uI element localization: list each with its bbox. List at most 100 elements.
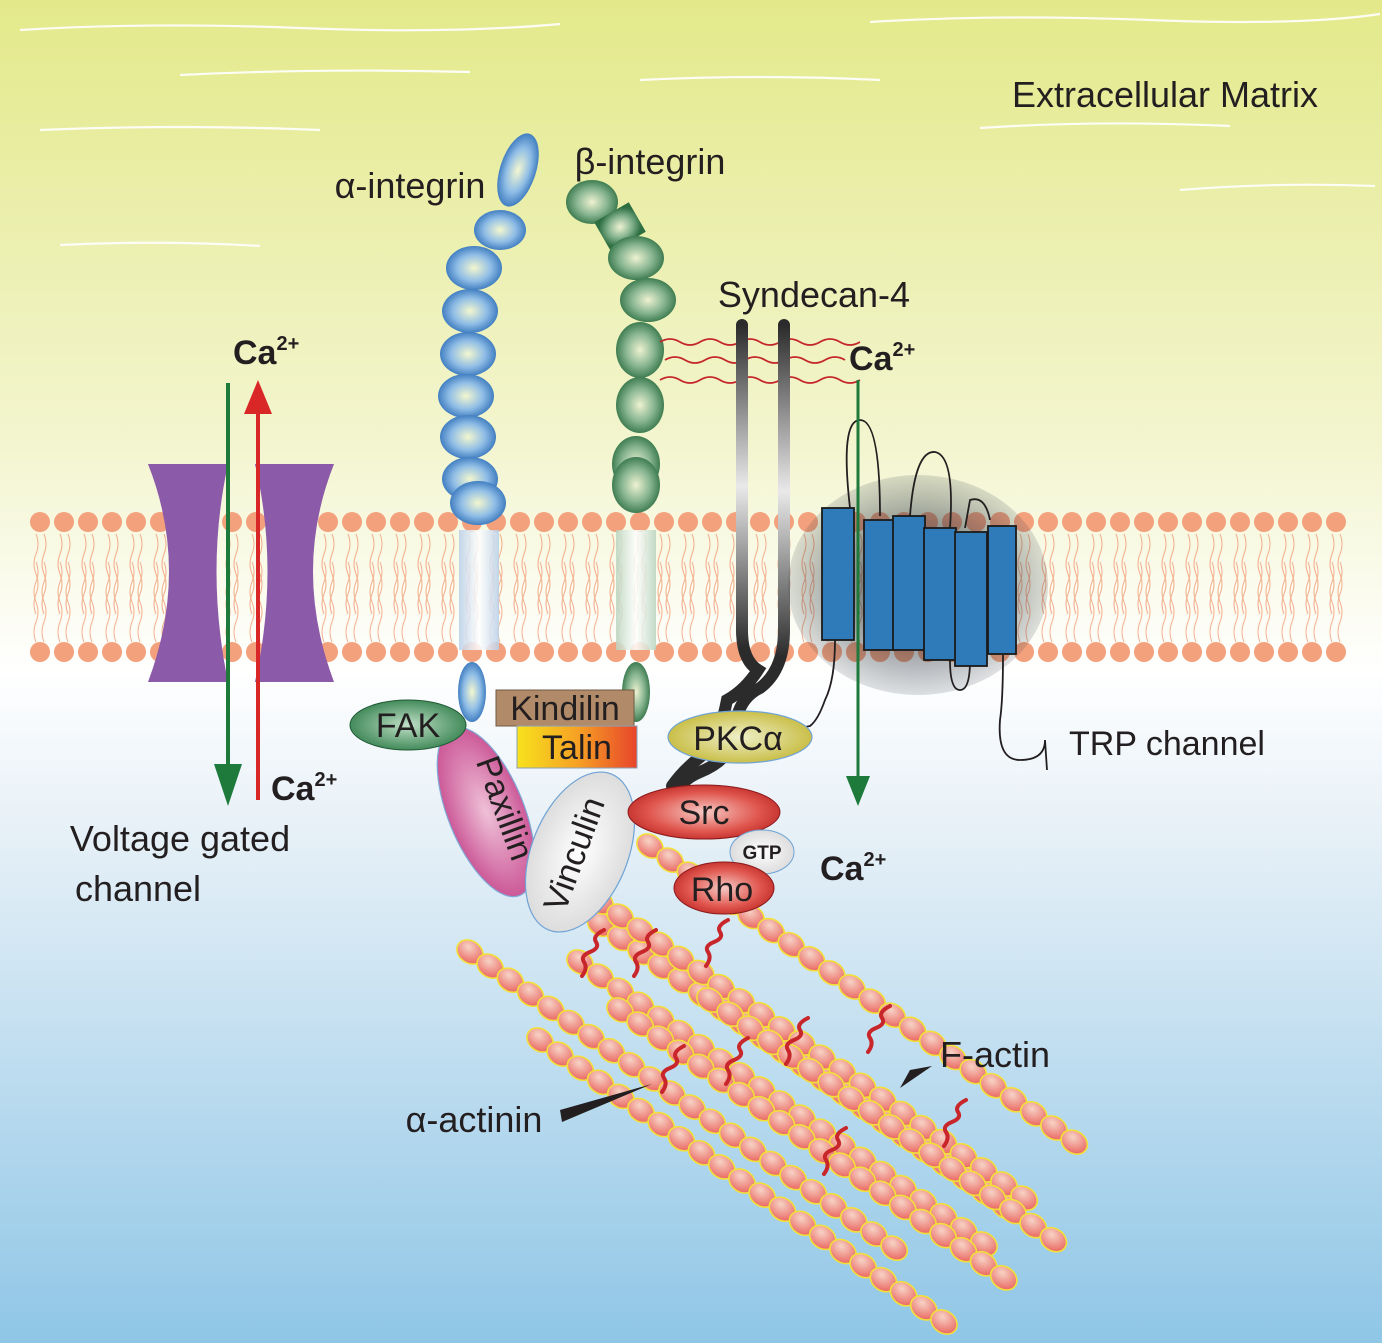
lipid-tail — [545, 561, 551, 643]
alpha-integrin-transmembrane — [459, 530, 499, 650]
lipid-tail — [569, 533, 575, 615]
lipid-head-inner — [654, 642, 674, 662]
actin-monomer — [880, 1235, 909, 1261]
trp-channel-loops — [799, 419, 1048, 771]
alpha-integrin-tail — [458, 662, 486, 722]
alpha-actinin-crosslink — [724, 1036, 750, 1086]
lipid-head-inner — [1062, 642, 1082, 662]
lipid-tail — [369, 533, 375, 615]
lipid-tail — [1137, 561, 1143, 643]
lipid-tail — [65, 561, 71, 643]
label-talin: Talin — [542, 729, 612, 767]
lipid-head-inner — [390, 642, 410, 662]
lipid-head-inner — [1158, 642, 1178, 662]
lipid-head-outer — [30, 512, 50, 532]
lipid-tail — [1313, 533, 1319, 615]
alpha-integrin-domain — [474, 210, 526, 250]
alpha-actinin-pointer — [560, 1084, 652, 1122]
lipid-head-outer — [318, 512, 338, 532]
lipid-head-outer — [54, 512, 74, 532]
label-ecm: Extracellular Matrix — [1012, 74, 1318, 115]
lipid-head-inner — [78, 642, 98, 662]
lipid-head-inner — [1110, 642, 1130, 662]
lipid-head-inner — [54, 642, 74, 662]
actin-monomer — [1039, 1226, 1068, 1253]
lipid-head-outer — [702, 512, 722, 532]
lipid-tail — [233, 533, 239, 615]
lipid-head-outer — [1134, 512, 1154, 532]
lipid-head-outer — [78, 512, 98, 532]
lipid-head-outer — [222, 512, 242, 532]
label-voltage-gated-line2: channel — [75, 868, 201, 909]
lipid-tail — [593, 533, 599, 615]
lipid-head-inner — [558, 642, 578, 662]
lipid-tail — [1233, 561, 1239, 643]
lipid-head-inner — [1134, 642, 1154, 662]
lipid-tail — [609, 561, 615, 643]
alpha-integrin-domain — [438, 374, 494, 418]
trp-helix — [923, 527, 957, 661]
lipid-tail — [609, 533, 615, 615]
lipid-tail — [161, 561, 167, 643]
lipid-tail — [1169, 561, 1175, 643]
lipid-tail — [1073, 561, 1079, 643]
trp-helix — [987, 525, 1017, 655]
kindlin-shape — [495, 689, 635, 727]
lipid-tail — [705, 561, 711, 643]
actin-monomer — [1060, 1129, 1089, 1155]
voltage-channel-right-subunit — [255, 464, 334, 682]
lipid-head-outer — [1302, 512, 1322, 532]
lipid-tail — [585, 561, 591, 643]
lipid-tail — [161, 533, 167, 615]
lipid-tail — [1241, 561, 1247, 643]
lipid-head-inner — [1326, 642, 1346, 662]
lipid-tail — [1257, 533, 1263, 615]
label-alpha-integrin: α-integrin — [335, 165, 486, 206]
lipid-tail — [425, 533, 431, 615]
lipid-head-inner — [510, 642, 530, 662]
lipid-head-inner — [222, 642, 242, 662]
lipid-tail — [441, 561, 447, 643]
syndecan-ca-influx-arrowhead — [846, 776, 870, 806]
lipid-tail — [1217, 561, 1223, 643]
lipid-tail — [425, 561, 431, 643]
label-fak: FAK — [376, 707, 441, 745]
lipid-tail — [1209, 561, 1215, 643]
beta-integrin-domain — [616, 322, 664, 378]
lipid-tail — [1137, 533, 1143, 615]
lipid-tail — [377, 561, 383, 643]
lipid-tail — [1049, 533, 1055, 615]
lipid-tail — [153, 533, 159, 615]
lipid-head-inner — [582, 642, 602, 662]
actin-monomer — [930, 1309, 958, 1335]
lipid-head-inner — [414, 642, 434, 662]
lipid-head-outer — [342, 512, 362, 532]
lipid-tail — [137, 561, 143, 643]
lipid-tail — [321, 561, 327, 643]
lipid-tail — [537, 561, 543, 643]
lipid-head-outer — [1254, 512, 1274, 532]
lipid-tail — [1121, 561, 1127, 643]
lipid-tail — [521, 533, 527, 615]
label-alpha-actinin: α-actinin — [406, 1099, 543, 1140]
lipid-tail — [81, 533, 87, 615]
voltage-channel-left-subunit — [148, 464, 228, 682]
lipid-head-outer — [438, 512, 458, 532]
vinculin-shape — [524, 771, 636, 933]
lipid-tail — [1281, 561, 1287, 643]
lipid-head-inner — [1254, 642, 1274, 662]
lipid-head-outer — [1326, 512, 1346, 532]
ca-efflux-arrowhead — [244, 380, 272, 414]
ca-influx-arrowhead — [214, 764, 242, 806]
ca-label-cytoplasm: Ca2+ — [820, 849, 886, 888]
rho-shape — [673, 861, 775, 915]
lipid-head-outer — [1038, 512, 1058, 532]
lipid-tail — [665, 533, 671, 615]
src-shape — [627, 784, 781, 840]
trp-helix — [954, 531, 988, 667]
lipid-tail — [1193, 561, 1199, 643]
lipid-tail — [1305, 561, 1311, 643]
ca-label-channel-bottom: Ca2+ — [271, 769, 337, 808]
trp-helices — [821, 507, 1017, 667]
